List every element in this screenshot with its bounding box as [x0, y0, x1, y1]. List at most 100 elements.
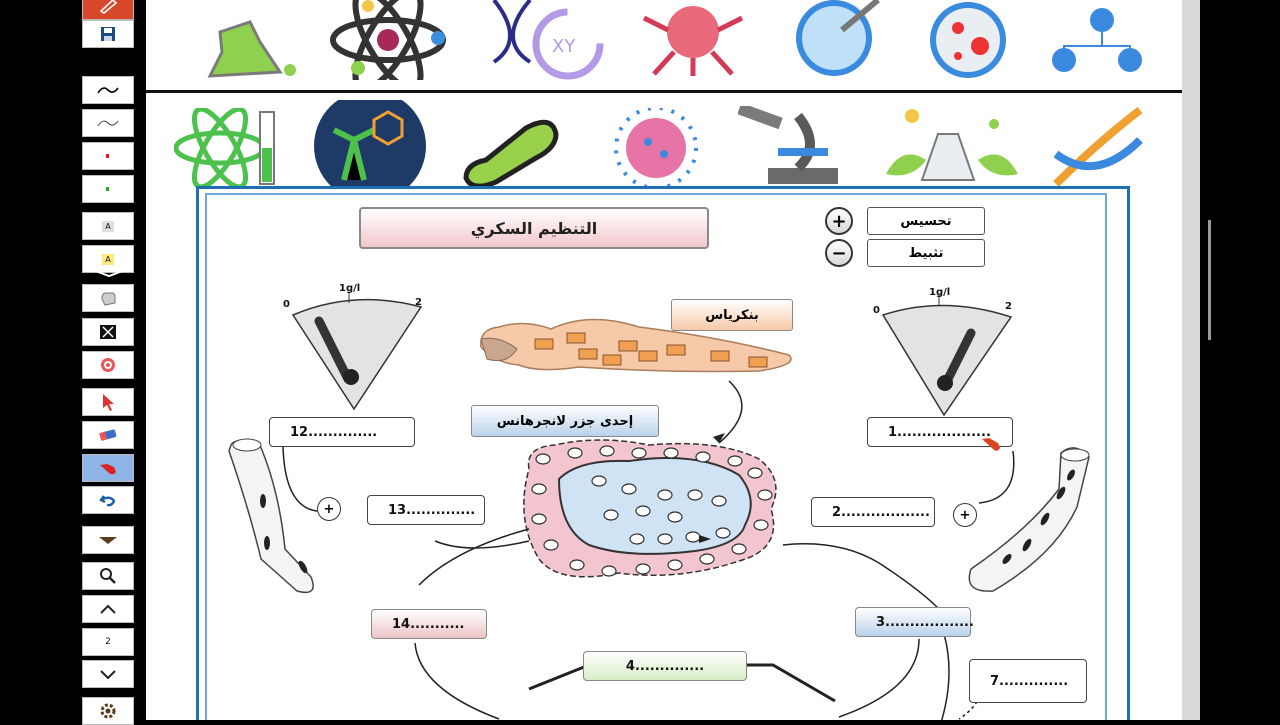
connector-12-to-plus: [282, 446, 318, 512]
caret-down-icon: [99, 537, 117, 544]
document-page: XY التنظيم السكري + تحسيس − تثبيط: [146, 0, 1182, 720]
blank-14[interactable]: 14...........: [371, 609, 487, 639]
blank-3[interactable]: 3..................: [855, 607, 974, 637]
record-button[interactable]: [82, 351, 134, 379]
page-down-button[interactable]: [82, 660, 134, 688]
blank-12[interactable]: 12..............: [269, 417, 415, 447]
pancreas-illustration: [480, 318, 792, 373]
pancreas-label: بنكرياس: [671, 299, 793, 331]
left-gauge-max: 2: [415, 297, 422, 308]
flask-icon: [180, 12, 300, 86]
x-box-icon: [100, 325, 116, 339]
atom-icon: [328, 0, 454, 92]
squiggle-thin-icon: [97, 120, 119, 127]
page-number-label: 2: [105, 637, 111, 647]
dna-xy-icon: XY: [486, 0, 606, 84]
pen-icon: [99, 0, 118, 14]
langerhans-islet-illustration: [523, 439, 777, 578]
connector-1-to-plus: [978, 450, 1015, 504]
page-up-button[interactable]: [82, 595, 134, 623]
red-hand-icon: [100, 464, 116, 475]
gear-icon: [100, 703, 116, 719]
pen-tool-button[interactable]: [82, 0, 134, 20]
save-button[interactable]: [82, 20, 134, 48]
eraser-icon: [99, 429, 117, 441]
microscope-icon: [737, 102, 850, 190]
page-number: 2: [82, 628, 134, 656]
zoom-button[interactable]: [82, 562, 134, 590]
floppy-disk-icon: [101, 27, 115, 41]
red-pen-button[interactable]: [82, 142, 134, 170]
target-icon: [101, 358, 115, 372]
menu-dropdown-button[interactable]: [82, 526, 134, 554]
molecule-network-icon: [1042, 2, 1162, 86]
left-glucose-gauge: [291, 293, 423, 411]
laser-hand-button[interactable]: [82, 454, 134, 482]
green-dot-icon: [106, 187, 109, 191]
plus-legend-icon: +: [825, 207, 853, 235]
petri-dish-icon: [782, 0, 890, 84]
connector-islet-to-3: [782, 543, 940, 610]
hand-tool-button[interactable]: [82, 284, 134, 312]
connector-7: [958, 690, 984, 720]
svg-text:XY: XY: [552, 36, 576, 57]
dna-helix-icon: [1046, 104, 1150, 190]
annotation-toolbar: A A 2: [80, 0, 138, 725]
red-hand-cursor-icon: [982, 438, 1000, 451]
left-stimulation-sign: +: [317, 497, 341, 521]
minus-legend-icon: −: [825, 239, 853, 267]
blank-13[interactable]: 13..............: [367, 495, 485, 525]
right-glucose-gauge: [881, 295, 1013, 417]
bacterium-icon: [456, 108, 566, 192]
right-stimulation-sign: +: [953, 503, 977, 527]
chevron-up-icon: [100, 604, 116, 614]
virus-icon: [596, 106, 716, 192]
worksheet-inner-border: [205, 193, 1107, 720]
red-dot-icon: [106, 154, 109, 158]
connector-14-to-liver: [414, 642, 500, 720]
cannabis-molecule-icon: [314, 90, 428, 202]
hand-icon: [101, 292, 116, 306]
chevron-down-icon: [100, 670, 116, 680]
blank-2[interactable]: 2..................: [811, 497, 935, 527]
vertical-scrollbar-thumb[interactable]: [1208, 220, 1211, 340]
text-tool-button[interactable]: A: [82, 212, 134, 240]
left-blood-vessel: [228, 438, 314, 594]
atom-test-tube-icon: [173, 106, 284, 192]
magnifier-icon: [100, 568, 116, 584]
black-pen-button[interactable]: [82, 76, 134, 104]
green-pen-button[interactable]: [82, 175, 134, 203]
clear-button[interactable]: [82, 318, 134, 346]
activation-legend-label: تحسيس: [867, 207, 985, 235]
right-black-margin: [1200, 0, 1280, 720]
blank-4[interactable]: 4..............: [583, 651, 747, 681]
left-gauge-zero: 0: [283, 299, 290, 310]
pancreas-to-islet-arrow: [718, 380, 743, 444]
text-a-icon: A: [102, 220, 114, 232]
lab-flask-leaves-icon: [882, 104, 1022, 190]
diagram-drawing: [228, 293, 1090, 720]
left-gauge-mid: 1g/l: [339, 283, 361, 294]
squiggle-black-icon: [97, 87, 119, 94]
worksheet-title: التنظيم السكري: [359, 207, 709, 249]
cursor-arrow-icon: [103, 394, 114, 411]
settings-button[interactable]: [82, 697, 134, 725]
undo-button[interactable]: [82, 486, 134, 514]
inhibition-legend-label: تثبيط: [867, 239, 985, 267]
bacteria-dish-icon: [918, 2, 1022, 86]
thin-pen-button[interactable]: [82, 109, 134, 137]
pointer-button[interactable]: [82, 388, 134, 416]
right-blood-vessel: [968, 447, 1090, 592]
connector-islet-to-14: [418, 528, 530, 586]
left-black-margin: [0, 0, 80, 720]
highlight-a-icon: A: [102, 253, 114, 265]
banner-divider: [146, 90, 1182, 93]
right-gauge-max: 2: [1005, 301, 1012, 312]
islet-label: إحدى جزر لانجرهانس: [471, 405, 659, 437]
right-gauge-mid: 1g/l: [929, 287, 951, 298]
collapse-chevron-icon[interactable]: [84, 264, 134, 278]
blank-7[interactable]: 7..............: [969, 659, 1087, 703]
eraser-button[interactable]: [82, 421, 134, 449]
right-gauge-zero: 0: [873, 305, 880, 316]
islet-arrowhead: [699, 535, 711, 543]
